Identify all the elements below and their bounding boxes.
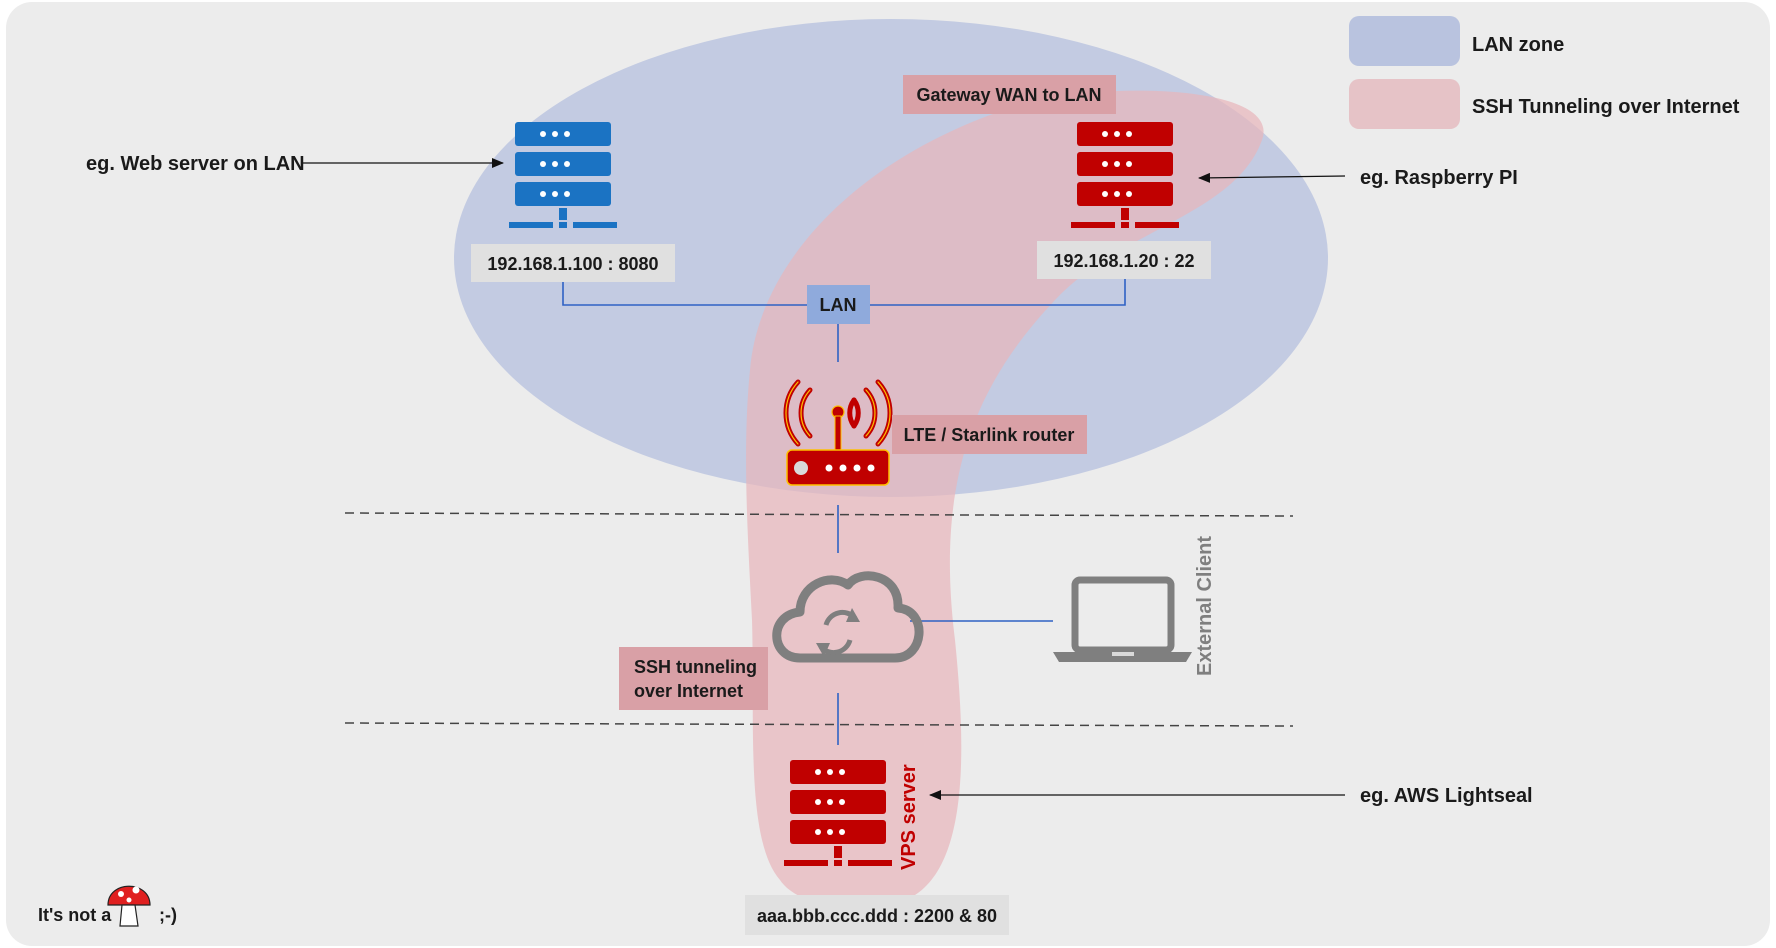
gateway-label-box (903, 75, 1116, 114)
vps-address-box (745, 895, 1009, 935)
wifi-router-icon (783, 379, 893, 486)
cloud-sync-icon (772, 571, 924, 663)
ssh-tunneling-label-line1: SSH tunneling (634, 657, 757, 677)
lan-links (562, 276, 1126, 745)
joke-suffix: ;-) (159, 905, 177, 925)
raspberry-arrow (1198, 172, 1346, 183)
internet-boundary-top (344, 512, 1294, 517)
raspberry-address-box (1037, 241, 1211, 279)
vps-server-label: VPS server (898, 764, 920, 870)
web-server-address-box (471, 244, 675, 282)
ssh-tunneling-label-line2: over Internet (634, 681, 743, 701)
legend-lan-swatch (1349, 16, 1460, 66)
laptop-icon (1053, 576, 1192, 662)
raspberry-note: eg. Raspberry PI (1360, 167, 1518, 189)
legend-ssh-label: SSH Tunneling over Internet (1472, 96, 1740, 118)
web-server-address: 192.168.1.100 : 8080 (487, 254, 658, 274)
legend-ssh-swatch (1349, 79, 1460, 129)
lan-label: LAN (820, 295, 857, 315)
router-label-box (892, 415, 1087, 454)
vps-address: aaa.bbb.ccc.ddd : 2200 & 80 (757, 906, 997, 926)
raspberry-address: 192.168.1.20 : 22 (1053, 251, 1194, 271)
internet-boundary-bottom (344, 722, 1294, 727)
ssh-tunnel-area (746, 90, 1264, 908)
lan-switch-box (807, 285, 870, 324)
external-client-label: External Client (1194, 536, 1216, 676)
router-label: LTE / Starlink router (904, 425, 1075, 445)
gateway-label: Gateway WAN to LAN (916, 85, 1101, 105)
aws-note: eg. AWS Lightseal (1360, 785, 1533, 807)
joke-prefix: It's not a (38, 905, 112, 925)
ssh-tunneling-label-box (619, 647, 768, 710)
legend-lan-label: LAN zone (1472, 34, 1564, 56)
mushroom-icon (107, 885, 151, 927)
web-server-note: eg. Web server on LAN (86, 153, 305, 175)
